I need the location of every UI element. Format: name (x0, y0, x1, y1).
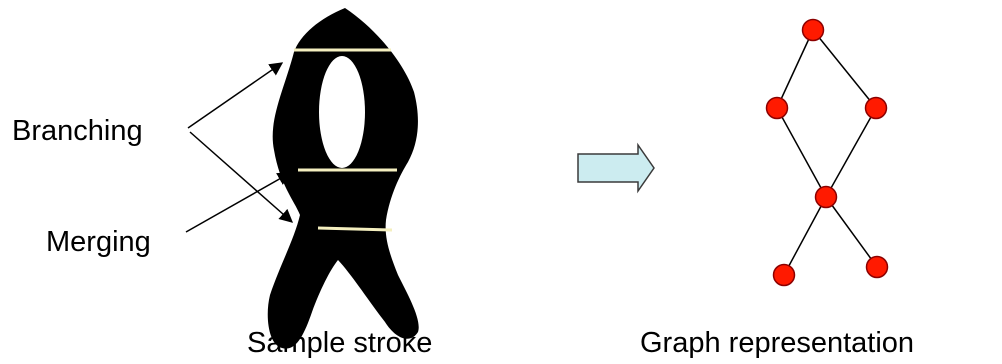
graph-edge (777, 30, 813, 108)
graph-node (774, 265, 795, 286)
graph-node (816, 187, 837, 208)
transform-arrow-icon (578, 145, 654, 191)
label-sample-stroke: Sample stroke (247, 327, 432, 359)
label-graph-representation: Graph representation (640, 327, 914, 359)
graph-node (803, 20, 824, 41)
sample-stroke-shape (268, 8, 419, 349)
graph-edge (784, 197, 826, 275)
graph-edge (813, 30, 876, 108)
label-branching: Branching (12, 115, 143, 147)
graph-edges (777, 30, 877, 275)
merging-arrow (186, 173, 290, 232)
stroke-hole (319, 56, 365, 168)
band-line-bottom (318, 228, 392, 230)
graph-nodes (767, 20, 888, 286)
graph-node (767, 98, 788, 119)
graph-node (866, 98, 887, 119)
branching-arrow-upper (188, 63, 282, 128)
graph (767, 20, 888, 286)
graph-edge (826, 197, 877, 267)
label-merging: Merging (46, 226, 151, 258)
graph-edge (826, 108, 876, 197)
graph-node (867, 257, 888, 278)
graph-edge (777, 108, 826, 197)
